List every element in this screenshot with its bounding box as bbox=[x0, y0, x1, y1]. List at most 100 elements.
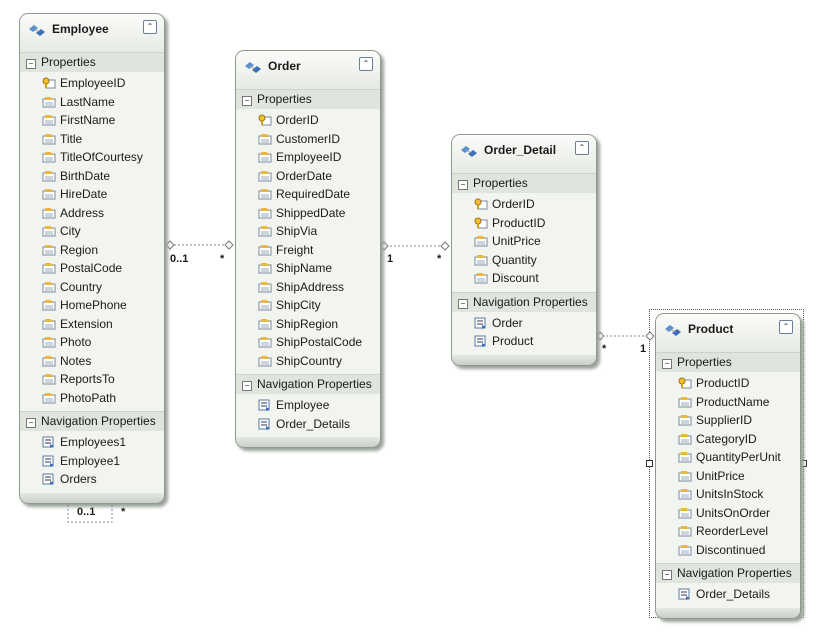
property-item[interactable]: Extension bbox=[20, 315, 164, 334]
collapse-section-icon[interactable]: − bbox=[242, 381, 252, 391]
property-item[interactable]: Discount bbox=[452, 269, 596, 288]
property-item[interactable]: LastName bbox=[20, 93, 164, 112]
property-item[interactable]: Freight bbox=[236, 241, 380, 260]
property-icon bbox=[678, 469, 692, 481]
property-item[interactable]: EmployeeID bbox=[20, 74, 164, 93]
navigation-section-header[interactable]: −Navigation Properties bbox=[20, 411, 164, 431]
property-item[interactable]: ShippedDate bbox=[236, 204, 380, 223]
property-name: ProductID bbox=[492, 215, 546, 230]
navigation-section-header[interactable]: −Navigation Properties bbox=[452, 291, 596, 312]
entity-header[interactable]: Order⌃ bbox=[236, 51, 380, 89]
property-item[interactable]: ShipRegion bbox=[236, 315, 380, 334]
properties-section-header[interactable]: −Properties bbox=[236, 89, 380, 109]
properties-section-header[interactable]: −Properties bbox=[452, 173, 596, 193]
collapse-button[interactable]: ⌃ bbox=[575, 141, 589, 155]
collapse-section-icon[interactable]: − bbox=[458, 298, 468, 309]
property-item[interactable]: SupplierID bbox=[656, 411, 800, 430]
collapse-section-icon[interactable]: − bbox=[662, 359, 672, 369]
property-item[interactable]: Country bbox=[20, 278, 164, 297]
entity-header[interactable]: Employee⌃ bbox=[20, 14, 164, 52]
collapse-section-icon[interactable]: − bbox=[458, 180, 468, 190]
resize-handle[interactable] bbox=[646, 460, 653, 467]
properties-section-header[interactable]: −Properties bbox=[656, 352, 800, 372]
property-item[interactable]: ShipName bbox=[236, 259, 380, 278]
property-item[interactable]: PostalCode bbox=[20, 259, 164, 278]
navigation-property-item[interactable]: Order_Details bbox=[236, 415, 380, 434]
property-item[interactable]: Address bbox=[20, 204, 164, 223]
collapse-button[interactable]: ⌃ bbox=[143, 20, 157, 34]
navigation-section-header[interactable]: −Navigation Properties bbox=[656, 563, 800, 583]
property-item[interactable]: UnitsOnOrder bbox=[656, 504, 800, 523]
navigation-property-item[interactable]: Employees1 bbox=[20, 433, 164, 452]
property-item[interactable]: CategoryID bbox=[656, 430, 800, 449]
property-item[interactable]: HomePhone bbox=[20, 296, 164, 315]
property-item[interactable]: Quantity bbox=[452, 251, 596, 270]
property-name: RequiredDate bbox=[276, 187, 351, 201]
property-item[interactable]: CustomerID bbox=[236, 130, 380, 149]
collapse-section-icon[interactable]: − bbox=[662, 570, 672, 580]
property-item[interactable]: UnitPrice bbox=[656, 467, 800, 486]
navigation-property-item[interactable]: Orders bbox=[20, 470, 164, 489]
property-item[interactable]: Region bbox=[20, 241, 164, 260]
property-item[interactable]: ReorderLevel bbox=[656, 522, 800, 541]
entity-header[interactable]: Product⌃ bbox=[656, 314, 800, 352]
navigation-property-item[interactable]: Order_Details bbox=[656, 585, 800, 604]
collapse-button[interactable]: ⌃ bbox=[359, 57, 373, 71]
property-item[interactable]: Title bbox=[20, 130, 164, 149]
property-item[interactable]: HireDate bbox=[20, 185, 164, 204]
property-item[interactable]: ProductID bbox=[452, 214, 596, 233]
property-item[interactable]: RequiredDate bbox=[236, 185, 380, 204]
property-item[interactable]: EmployeeID bbox=[236, 148, 380, 167]
property-item[interactable]: OrderDate bbox=[236, 167, 380, 186]
property-item[interactable]: OrderID bbox=[236, 111, 380, 130]
property-item[interactable]: Photo bbox=[20, 333, 164, 352]
property-item[interactable]: ShipCity bbox=[236, 296, 380, 315]
property-icon bbox=[678, 487, 692, 500]
property-item[interactable]: ShipAddress bbox=[236, 278, 380, 297]
collapse-section-icon[interactable]: − bbox=[26, 418, 36, 428]
section-label: Navigation Properties bbox=[257, 377, 372, 391]
navigation-property-icon bbox=[474, 334, 488, 347]
property-item[interactable]: TitleOfCourtesy bbox=[20, 148, 164, 167]
property-name: ReorderLevel bbox=[696, 524, 769, 538]
property-item[interactable]: UnitPrice bbox=[452, 232, 596, 251]
property-icon bbox=[42, 187, 56, 200]
property-item[interactable]: City bbox=[20, 222, 164, 241]
navigation-property-item[interactable]: Product bbox=[452, 332, 596, 351]
property-item[interactable]: Notes bbox=[20, 352, 164, 371]
key-property-icon bbox=[474, 197, 488, 210]
property-item[interactable]: FirstName bbox=[20, 111, 164, 130]
property-item[interactable]: UnitsInStock bbox=[656, 485, 800, 504]
property-item[interactable]: OrderID bbox=[452, 195, 596, 214]
multiplicity-label: * bbox=[437, 253, 442, 265]
navigation-property-item[interactable]: Employee bbox=[236, 396, 380, 415]
property-item[interactable]: ProductName bbox=[656, 393, 800, 412]
entity-footer bbox=[236, 437, 380, 447]
collapse-section-icon[interactable]: − bbox=[26, 59, 36, 69]
property-item[interactable]: Discontinued bbox=[656, 541, 800, 560]
property-name: Title bbox=[60, 131, 83, 146]
collapse-section-icon[interactable]: − bbox=[242, 96, 252, 106]
property-icon bbox=[42, 206, 56, 218]
collapse-button[interactable]: ⌃ bbox=[779, 320, 793, 334]
key-property-icon bbox=[678, 376, 692, 389]
entity-title: Order_Detail bbox=[484, 143, 557, 157]
property-item[interactable]: ShipCountry bbox=[236, 352, 380, 371]
property-item[interactable]: ShipVia bbox=[236, 222, 380, 241]
property-item[interactable]: QuantityPerUnit bbox=[656, 448, 800, 467]
property-item[interactable]: ShipPostalCode bbox=[236, 333, 380, 352]
property-item[interactable]: ProductID bbox=[656, 374, 800, 393]
navigation-section-header[interactable]: −Navigation Properties bbox=[236, 374, 380, 394]
navigation-property-item[interactable]: Order bbox=[452, 314, 596, 333]
property-name: ShipName bbox=[276, 261, 333, 275]
property-item[interactable]: BirthDate bbox=[20, 167, 164, 186]
entity-header[interactable]: Order_Detail ⌃ bbox=[452, 135, 596, 173]
property-item[interactable]: ReportsTo bbox=[20, 370, 164, 389]
property-item[interactable]: PhotoPath bbox=[20, 389, 164, 408]
navigation-property-item[interactable]: Employee1 bbox=[20, 452, 164, 471]
properties-section-header[interactable]: −Properties bbox=[20, 52, 164, 72]
